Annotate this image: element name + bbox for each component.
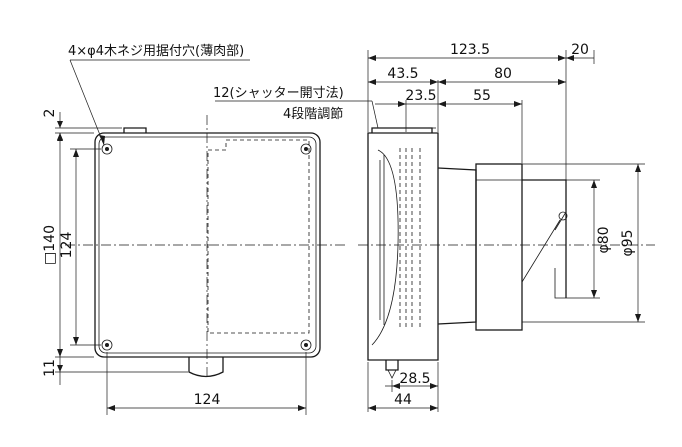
front-view: [94, 127, 321, 378]
screw-hole-note: 4×φ4木ネジ用据付穴(薄肉部): [68, 44, 244, 59]
dim-depth-a: 43.5: [387, 66, 418, 82]
dim-bottom-offset: 11: [42, 359, 58, 377]
dim-dia-inner: φ80: [596, 226, 612, 253]
dim-tail: 20: [571, 42, 589, 58]
dim-dia-outer: φ95: [620, 229, 636, 256]
dim-bottom-a: 28.5: [399, 371, 430, 387]
dim-total-depth: 123.5: [450, 42, 490, 58]
side-view: [367, 127, 568, 379]
shutter-note: 12(シャッター開寸法): [213, 86, 344, 101]
screw-hole: [101, 339, 113, 351]
dim-depth-c: 23.5: [405, 88, 436, 104]
dim-depth-d: 55: [473, 88, 491, 104]
dim-height-124: 124: [59, 232, 75, 259]
adjust-note: 4段階調節: [283, 107, 343, 122]
screw-hole: [300, 339, 312, 351]
side-dimensions: [367, 50, 645, 412]
screw-hole: [300, 143, 312, 155]
front-dimensions: [55, 112, 307, 415]
screw-note-leader: [69, 59, 250, 146]
dim-top-offset: 2: [42, 109, 58, 118]
dim-width-124: 124: [194, 392, 221, 408]
dim-depth-b: 80: [494, 66, 512, 82]
shutter-note-leader: [215, 100, 379, 129]
screw-hole: [101, 143, 113, 155]
dim-bottom-b: 44: [394, 392, 412, 408]
dim-square-140: □140: [42, 225, 58, 265]
